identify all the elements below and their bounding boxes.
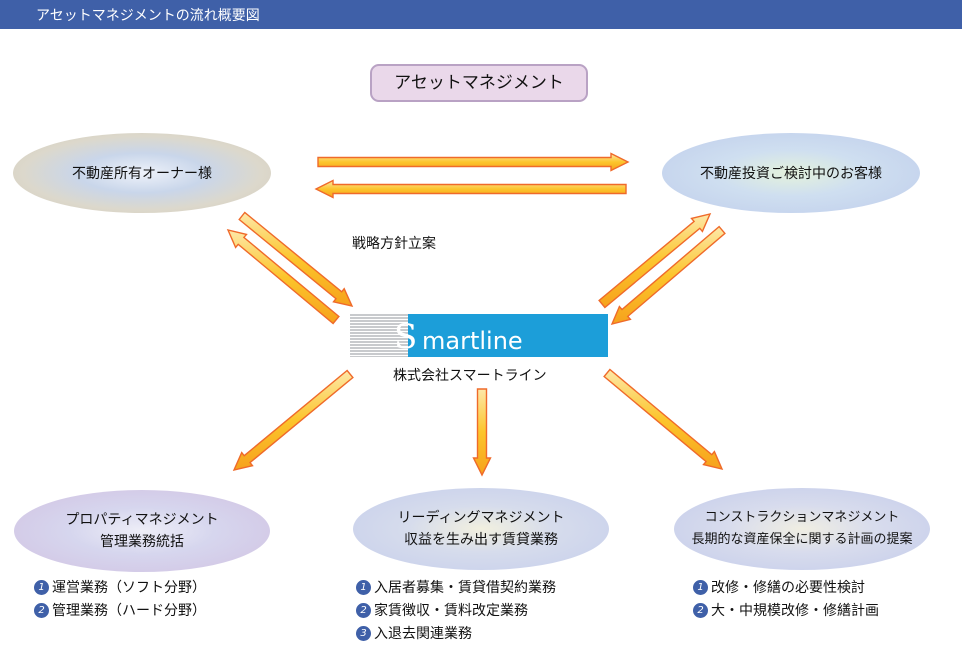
strategy-label: 戦略方針立案 [352,236,436,252]
number-badge-icon: 2 [693,603,708,618]
logo-stripes [350,314,408,357]
list-item-text: 入退去関連業務 [374,625,472,642]
smartline-logo: S martline [350,314,608,357]
number-badge-icon: 3 [356,626,371,641]
arrow-smartline-to-investor [598,212,712,309]
investor-node: 不動産投資ご検討中のお客様 [662,133,920,213]
number-badge-icon: 2 [356,603,371,618]
arrow-investor-to-smartline [610,225,726,326]
construction-management-node: コンストラクションマネジメント 長期的な資産保全に関する計画の提案 [674,488,930,570]
property-management-subtitle: 管理業務統括 [100,534,184,550]
investor-label: 不動産投資ご検討中のお客様 [700,166,882,182]
list-item-text: 管理業務（ハード分野） [52,602,206,619]
arrow-smartline-to-owner [226,228,340,325]
list-item-text: 改修・修繕の必要性検討 [711,579,865,596]
number-badge-icon: 1 [693,580,708,595]
arrow-smartline-to-leasing [472,388,492,477]
list-item-text: 家賃徴収・賃料改定業務 [374,602,528,619]
logo-initial: S [394,317,418,357]
list-item-text: 運営業務（ソフト分野） [52,579,206,596]
construction-management-subtitle: 長期的な資産保全に関する計画の提案 [691,532,913,547]
list-item-text: 大・中規模改修・修繕計画 [711,602,879,619]
asset-management-title: アセットマネジメント [370,64,588,102]
leasing-management-node: リーディングマネジメント 収益を生み出す賃貸業務 [353,488,609,570]
construction-management-title: コンストラクションマネジメント [704,510,900,525]
list-item-text: 入居者募集・賃貸借契約業務 [374,579,556,596]
page-title: アセットマネジメントの流れ概要図 [36,8,260,24]
arrow-smartline-to-property [232,369,354,471]
owner-node: 不動産所有オーナー様 [13,133,271,213]
arrow-owner-to-smartline [238,211,354,307]
arrow-investor-to-owner [314,179,627,199]
logo-text: martline [422,327,523,355]
arrow-smartline-to-construction [603,368,724,471]
leasing-management-subtitle: 収益を生み出す賃貸業務 [404,532,558,548]
header-bar: アセットマネジメントの流れ概要図 [0,0,962,29]
owner-label: 不動産所有オーナー様 [72,166,212,182]
company-name: 株式会社スマートライン [393,368,547,384]
property-management-node: プロパティマネジメント 管理業務統括 [14,490,270,572]
leasing-management-title: リーディングマネジメント [397,510,565,526]
arrow-owner-to-investor [317,152,630,172]
number-badge-icon: 1 [34,580,49,595]
property-management-title: プロパティマネジメント [65,512,219,528]
number-badge-icon: 2 [34,603,49,618]
number-badge-icon: 1 [356,580,371,595]
